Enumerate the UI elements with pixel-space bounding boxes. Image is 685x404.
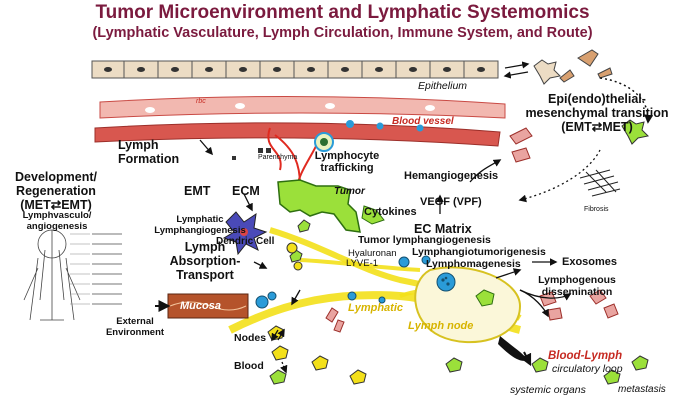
lymphvasculo-figure — [23, 229, 122, 321]
lymphocyte-trafficking-label: Lymphocyte trafficking — [314, 150, 380, 174]
emt-met-transition-label: Epi(endo)thelial-mesenchymal transition … — [525, 92, 669, 134]
ec-matrix-label: EC Matrix — [414, 222, 472, 236]
mucosa-block — [155, 293, 249, 319]
nodes-label: Nodes — [234, 332, 267, 344]
tumor-mass — [277, 179, 385, 233]
circulatory-loop-label: circulatory loop — [552, 363, 623, 375]
page-subtitle: (Lymphatic Vasculature, Lymph Circulatio… — [92, 25, 593, 41]
epithelium-label: Epithelium — [418, 80, 468, 92]
hyaluronan-label: Hyaluronan — [348, 248, 397, 259]
lymph-node — [414, 266, 522, 344]
rbc-label: rbc — [196, 98, 206, 105]
lymphatic-lymphangiogenesis-label: Lymphatic Lymphangiogenesis — [154, 214, 246, 236]
external-environment-label: External Environment — [105, 316, 165, 338]
lymph-absorption-transport-label: Lymph Absorption- Transport — [169, 240, 241, 282]
lymphomagenesis-label: Lymphomagenesis — [426, 258, 521, 270]
lymphvasculo-label: Lymphvasculo/ angiogenesis — [22, 210, 92, 232]
lymphangiotumorigenesis-label: Lymphangiotumorigenesis — [412, 246, 546, 258]
circulatory-loop-blob — [498, 336, 532, 367]
mucosa-label: Mucosa — [180, 300, 221, 312]
cytokines-label: Cytokines — [364, 206, 417, 218]
emt-label: EMT — [184, 184, 211, 198]
hemangiogenesis-label: Hemangiogenesis — [404, 170, 499, 182]
dendritic-cell — [222, 211, 268, 256]
systemic-organs-label: systemic organs — [510, 384, 586, 396]
blood-lymph-label: Blood-Lymph — [548, 350, 623, 362]
parenchyma-label: Parenchyma — [258, 154, 298, 161]
parenchyma-cells — [232, 148, 271, 160]
lymphatic-label: Lymphatic — [348, 302, 404, 314]
metastasis-label: metastasis — [618, 384, 666, 395]
lymphogenous-dissemination-label: Lymphogenous dissemination — [538, 274, 616, 298]
fibrosis-lines — [579, 169, 621, 197]
emt-transition-cells — [503, 49, 654, 145]
page-title: Tumor Microenvironment and Lymphatic Sys… — [95, 2, 590, 23]
blood-label: Blood — [234, 360, 264, 372]
tumor-label: Tumor — [334, 186, 365, 197]
lymph-formation-label: Lymph Formation — [118, 138, 180, 166]
epithelium-layer — [91, 60, 499, 79]
blood-vessel — [94, 95, 506, 191]
blood-vessel-label: Blood vessel — [392, 116, 454, 127]
red-vessel-segments — [325, 127, 619, 333]
exosomes-label: Exosomes — [562, 256, 618, 268]
development-regeneration-label: Development/ Regeneration (MET⇄EMT) — [15, 170, 97, 212]
tumor-lymphangiogenesis-label: Tumor lymphangiogenesis — [358, 234, 491, 246]
lymph-node-label: Lymph node — [408, 320, 474, 332]
fibrosis-label: Fibrosis — [584, 206, 609, 213]
dendric-cell-label: Dendric Cell — [216, 236, 275, 247]
lymphatic-immune-cells — [255, 255, 431, 309]
lymphocyte-cell — [314, 132, 334, 152]
vegf-label: VEGF (VPF) — [420, 196, 482, 208]
lyve1-label: LYVE-1 — [346, 258, 379, 269]
ecm-label: ECM — [232, 184, 260, 198]
flow-arrows — [199, 139, 601, 374]
